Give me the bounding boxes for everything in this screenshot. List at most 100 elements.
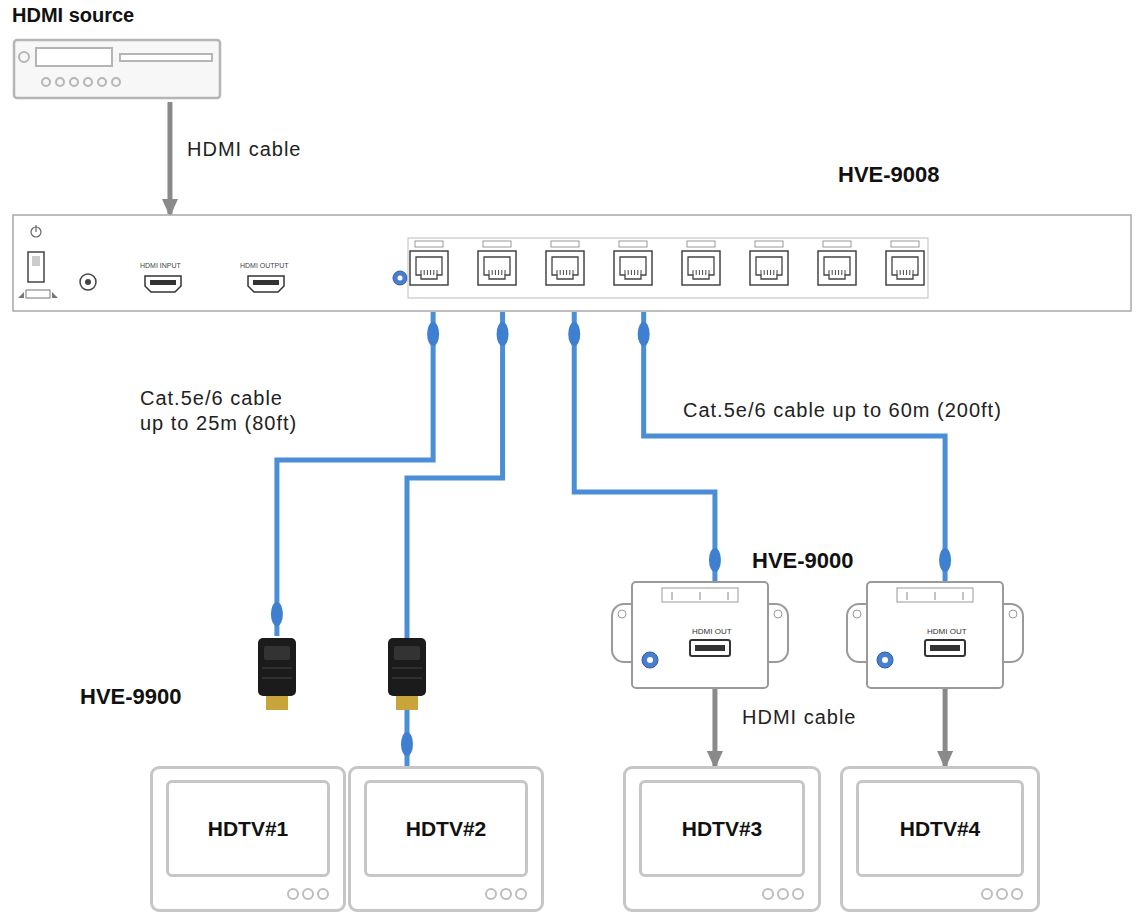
receiver-box: HVE-9000HDMI OUT: [610, 548, 790, 688]
rj45-pin: [573, 270, 574, 275]
cable-label: HDMI cable: [185, 138, 303, 161]
rj45-pin: [427, 270, 428, 275]
receiver-dongle: HVE-9900: [78, 636, 300, 710]
rj45-pin: [841, 270, 842, 275]
hve-9900-dongle: [258, 638, 296, 710]
hdmi-cable: [712, 688, 717, 766]
hdtv-display: HDTV#3: [623, 766, 821, 912]
model-name: HVE-9008: [838, 162, 940, 188]
port-label-bar: [415, 241, 443, 247]
port-label-bar: [687, 241, 715, 247]
rj45-pin: [761, 270, 762, 275]
port-label-bar: [755, 241, 783, 247]
display-name: HDTV#3: [682, 817, 763, 841]
rj45-socket: [552, 257, 578, 279]
rj45-socket: [892, 257, 918, 279]
transmitter-panel: HVE-9008: [12, 160, 1132, 312]
tv-button: [792, 888, 804, 900]
port-label-bar: [823, 241, 851, 247]
rj45-pin: [631, 270, 632, 275]
rj45-pin: [900, 270, 901, 275]
receiver-box: HDMI OUT: [845, 582, 1025, 688]
cable-plug: [271, 602, 283, 626]
tv-screen: HDTV#3: [639, 780, 805, 877]
rj45-pin: [560, 270, 561, 275]
rj45-pin: [489, 270, 490, 275]
rj45-pin: [501, 270, 502, 275]
hve-9000-receiver: [612, 582, 788, 688]
hve-9900-dongle: [388, 638, 426, 710]
rj45-pin: [421, 270, 422, 275]
rj45-pin: [699, 270, 700, 275]
port-label-bar: [483, 241, 511, 247]
rj45-pin: [625, 270, 626, 275]
tv-button: [500, 888, 512, 900]
hdmi-cable: [943, 688, 948, 766]
tv-button: [1011, 888, 1023, 900]
hve-9008-panel: [13, 215, 1131, 311]
model-name: HVE-9000: [752, 548, 854, 574]
device-heading: HDMI source: [12, 4, 134, 27]
rj45-pin: [906, 270, 907, 275]
tv-button: [485, 888, 497, 900]
rj45-port: [478, 251, 516, 285]
tv-button: [302, 888, 314, 900]
cable-spec: Cat.5e/6 cable up to 25m (80ft): [140, 386, 350, 436]
rj45-pin: [777, 270, 778, 275]
tv-screen: HDTV#1: [166, 780, 330, 877]
rj45-pin: [566, 270, 567, 275]
rj45-pin: [424, 270, 425, 275]
tv-button: [981, 888, 993, 900]
rj45-pin: [838, 270, 839, 275]
rj45-socket: [688, 257, 714, 279]
port-label-bar: [619, 241, 647, 247]
hve-9000-receiver: [847, 582, 1023, 688]
cable-plug: [638, 322, 650, 346]
rj45-pin: [430, 270, 431, 275]
hdmi-cable: [167, 102, 172, 214]
rj45-pin: [693, 270, 694, 275]
port-label-bar: [551, 241, 579, 247]
cat-cable: [277, 312, 433, 636]
cable-plug: [709, 548, 721, 572]
rj45-pin: [628, 270, 629, 275]
rj45-pin: [569, 270, 570, 275]
rj45-pin: [829, 270, 830, 275]
hdmi-source-device: [14, 40, 220, 98]
port-label-bar: [891, 241, 919, 247]
rj45-pin: [764, 270, 765, 275]
rj45-pin: [897, 270, 898, 275]
rj45-pin: [505, 270, 506, 275]
rj45-socket: [824, 257, 850, 279]
rj45-pin: [641, 270, 642, 275]
tv-button: [317, 888, 329, 900]
rj45-socket: [756, 257, 782, 279]
rj45-pin: [832, 270, 833, 275]
rj45-port: [410, 251, 448, 285]
source-device: HDMI source: [10, 0, 225, 102]
rj45-pin: [770, 270, 771, 275]
rj45-port: [750, 251, 788, 285]
hdtv-display: HDTV#1: [150, 766, 346, 912]
tv-screen: HDTV#2: [364, 780, 528, 877]
rj45-socket: [484, 257, 510, 279]
hdtv-display: HDTV#2: [348, 766, 544, 912]
rj45-pin: [835, 270, 836, 275]
cable-plug: [497, 322, 509, 346]
rj45-pin: [492, 270, 493, 275]
rj45-port: [818, 251, 856, 285]
rj45-pin: [634, 270, 635, 275]
tv-button: [287, 888, 299, 900]
port-label: HDMI OUTPUT: [240, 262, 289, 271]
tv-screen: HDTV#4: [856, 780, 1024, 877]
rj45-pin: [498, 270, 499, 275]
cable-plug: [939, 548, 951, 572]
tv-button: [762, 888, 774, 900]
rj45-pin: [696, 270, 697, 275]
port-label: HDMI OUT: [692, 627, 732, 636]
cable-label: HDMI cable: [740, 706, 858, 729]
port-label: HDMI INPUT: [140, 262, 181, 271]
rj45-pin: [913, 270, 914, 275]
rj45-pin: [563, 270, 564, 275]
